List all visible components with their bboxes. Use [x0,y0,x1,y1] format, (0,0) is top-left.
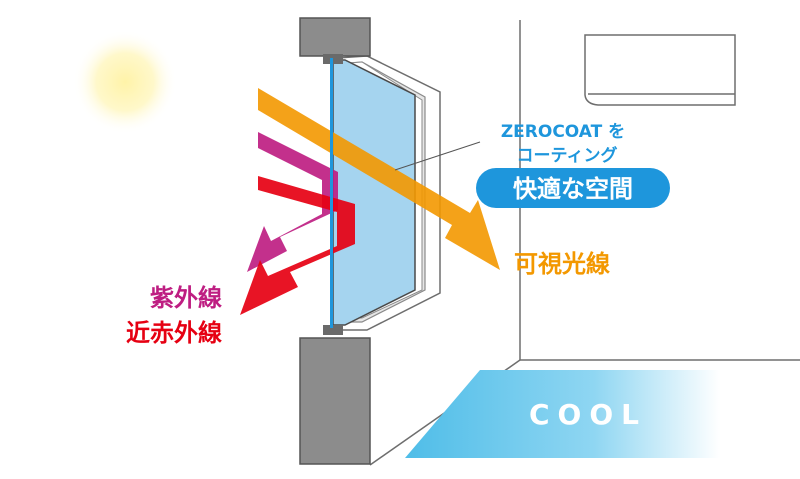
coating-label-line1: ZEROCOAT を [501,122,625,142]
near-infrared-ray [240,152,355,315]
upper-wall-block [299,17,371,57]
coating-leader-line [394,141,481,171]
comfort-badge: 快適な空間 [476,168,670,208]
visible-light-ray [258,88,500,270]
coating-label-line2: コーティング [517,145,618,166]
cool-label: COOL [529,398,647,431]
ultraviolet-ray [247,110,338,272]
lower-wall-block [299,337,371,465]
air-conditioner-icon [584,34,736,106]
sun-icon [73,30,177,134]
ultraviolet-label: 紫外線 [150,284,222,312]
lower-frame-clip [323,325,343,335]
visible-light-label: 可視光線 [514,250,610,278]
comfort-badge-label: 快適な空間 [513,175,633,203]
zerocoat-film [330,58,333,328]
near-infrared-label: 近赤外線 [126,319,222,347]
cool-floor-area: COOL [405,370,720,458]
